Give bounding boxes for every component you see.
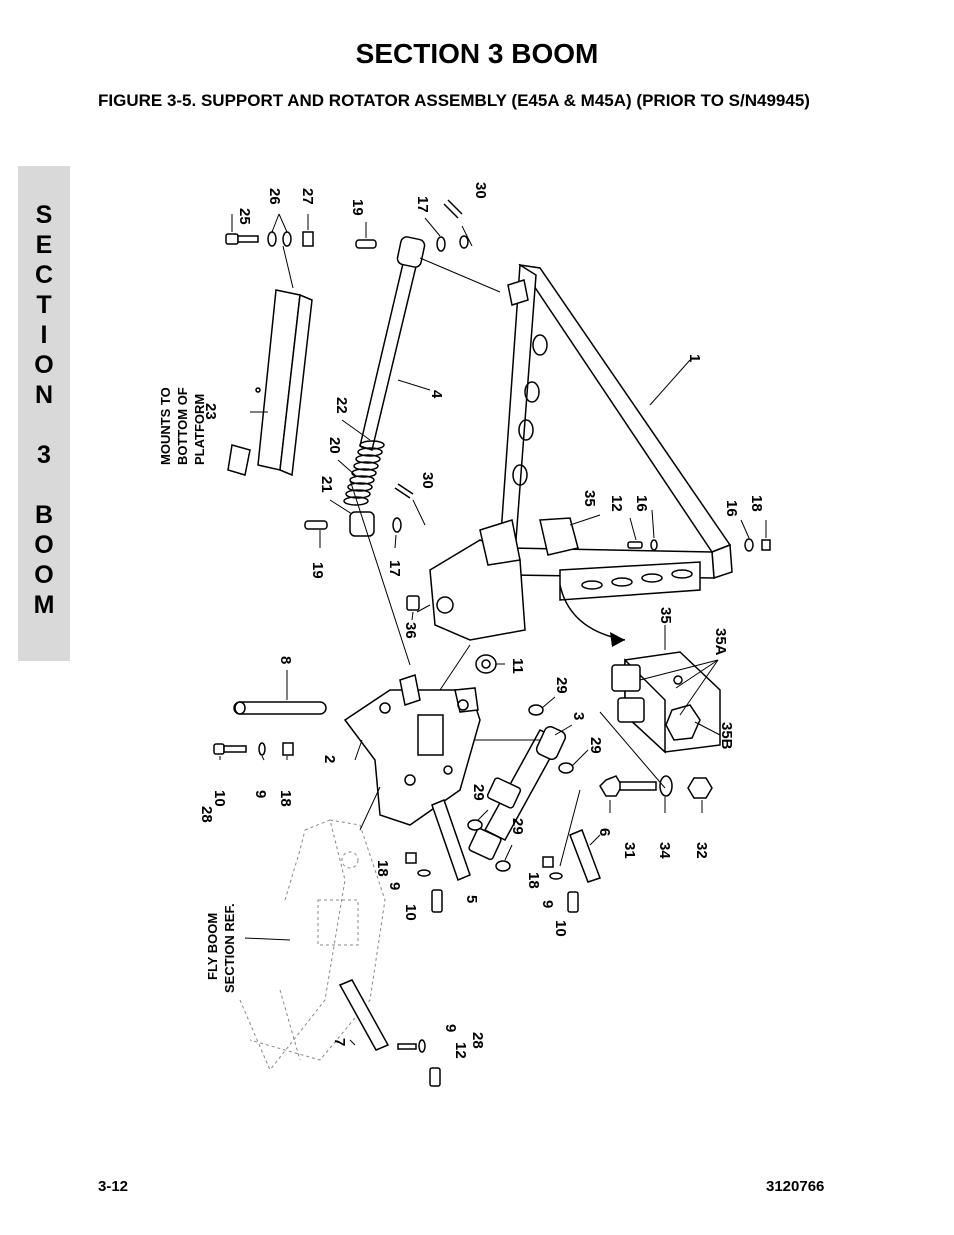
callout-10-left: 10: [211, 790, 228, 807]
callout-16-outer: 16: [723, 500, 740, 517]
callout-9-bottom: 9: [442, 1024, 459, 1032]
side-tab-letter: E: [35, 231, 53, 259]
callout-28-bottom: 28: [469, 1032, 486, 1049]
callout-12-right: 12: [608, 495, 625, 512]
section-side-tab: S E C T I O N 3 B O O M: [18, 166, 70, 661]
callout-2: 2: [321, 755, 338, 763]
callout-21: 21: [318, 476, 335, 493]
callout-29-mid: 29: [587, 737, 604, 754]
callout-29-low: 29: [470, 784, 487, 801]
callout-26: 26: [266, 188, 283, 205]
rotator-bracket: [343, 674, 481, 826]
lower-bolt-sets: [405, 852, 579, 913]
note-mounts-line3: PLATFORM: [192, 394, 207, 465]
side-tab-letter: O: [34, 531, 54, 559]
callout-32: 32: [693, 842, 710, 859]
top-hardware-bolt-washers: [225, 231, 314, 247]
side-tab-letter: M: [33, 591, 55, 619]
callout-23: 23: [202, 403, 219, 420]
side-tab-letter: I: [40, 321, 48, 349]
callout-20: 20: [326, 437, 343, 454]
callout-9-lower: 9: [386, 882, 403, 890]
callout-18-lower: 18: [374, 860, 391, 877]
callout-25: 25: [236, 208, 253, 225]
note-fly-line2: SECTION REF.: [222, 903, 237, 993]
fly-boom-reference: [239, 819, 386, 1071]
callout-10-pin6: 10: [552, 920, 569, 937]
callout-22: 22: [333, 397, 350, 414]
pivot-pin: [233, 701, 327, 715]
callout-12-bottom: 12: [452, 1042, 469, 1059]
rotary-actuator-cylinder: [467, 704, 574, 872]
valve-block-hardware: [599, 775, 713, 799]
side-tab-letters: S E C T I O N 3 B O O M: [18, 200, 70, 620]
document-number: 3120766: [766, 1178, 825, 1195]
side-tab-letter: T: [36, 291, 52, 319]
cylinder-pins: [431, 799, 601, 883]
callout-35B: 35B: [718, 722, 735, 750]
side-tab-letter: C: [34, 261, 54, 289]
callout-18-left: 18: [277, 790, 294, 807]
side-tab-letter: N: [34, 381, 54, 409]
grease-fitting: [406, 595, 420, 611]
arrow-head: [610, 632, 625, 647]
callout-7: 7: [331, 1038, 348, 1046]
note-fly-line1: FLY BOOM: [205, 913, 220, 980]
figure-title: FIGURE 3-5. SUPPORT AND ROTATOR ASSEMBLY…: [98, 91, 810, 110]
valve-block: [611, 651, 721, 754]
callout-28-left: 28: [198, 806, 215, 823]
side-tab-letter: 3: [37, 441, 51, 469]
callout-18-pin6: 18: [525, 872, 542, 889]
callout-36: 36: [402, 622, 419, 639]
thrust-washer: [475, 654, 497, 674]
callout-9-pin6: 9: [539, 900, 556, 908]
callout-35-upper: 35: [581, 490, 598, 507]
callout-35A: 35A: [712, 628, 729, 656]
callout-1: 1: [686, 354, 703, 362]
side-tab-letter: O: [34, 351, 54, 379]
callout-19-top: 19: [349, 199, 366, 216]
note-mounts-line2: BOTTOM OF: [175, 387, 190, 465]
page-number: 3-12: [98, 1178, 129, 1195]
callout-17-mid: 17: [386, 560, 403, 577]
leader-lines: [219, 213, 767, 1046]
callout-31: 31: [621, 842, 638, 859]
callout-6: 6: [596, 828, 613, 836]
side-tab-letter: O: [34, 561, 54, 589]
callout-30-mid: 30: [419, 472, 436, 489]
platform-bracket: [227, 289, 313, 477]
callout-29-bottom: 29: [509, 818, 526, 835]
callout-34: 34: [656, 842, 673, 859]
callout-5: 5: [463, 895, 480, 903]
support-frame: [429, 263, 733, 641]
callout-16-inner: 16: [633, 495, 650, 512]
side-tab-letter: S: [35, 201, 53, 229]
callout-27: 27: [299, 188, 316, 205]
callout-19-mid: 19: [309, 562, 326, 579]
fly-boom-pin-hardware: [338, 979, 441, 1087]
side-tab-letter: B: [34, 501, 54, 529]
right-side-bolts: [627, 538, 771, 552]
callout-4: 4: [428, 390, 445, 399]
link-rod-assembly: [304, 199, 469, 537]
callout-17-top: 17: [414, 196, 431, 213]
left-bracket-bolts: [213, 742, 294, 756]
notes: MOUNTS TO BOTTOM OF PLATFORM FLY BOOM SE…: [158, 387, 237, 993]
callout-29-top: 29: [553, 677, 570, 694]
callout-10-lower: 10: [402, 904, 419, 921]
callout-9-left: 9: [252, 790, 269, 798]
callout-35-block: 35: [657, 607, 674, 624]
note-mounts-line1: MOUNTS TO: [158, 387, 173, 465]
callout-18-right: 18: [748, 495, 765, 512]
callout-30-top: 30: [472, 182, 489, 199]
callouts: 25 26 27 19 17 30 1 4 22 23 20 21 30 19 …: [198, 182, 765, 1059]
section-title: SECTION 3 BOOM: [355, 38, 599, 69]
callout-8: 8: [277, 656, 294, 664]
callout-11: 11: [509, 658, 526, 674]
callout-3: 3: [570, 712, 587, 720]
